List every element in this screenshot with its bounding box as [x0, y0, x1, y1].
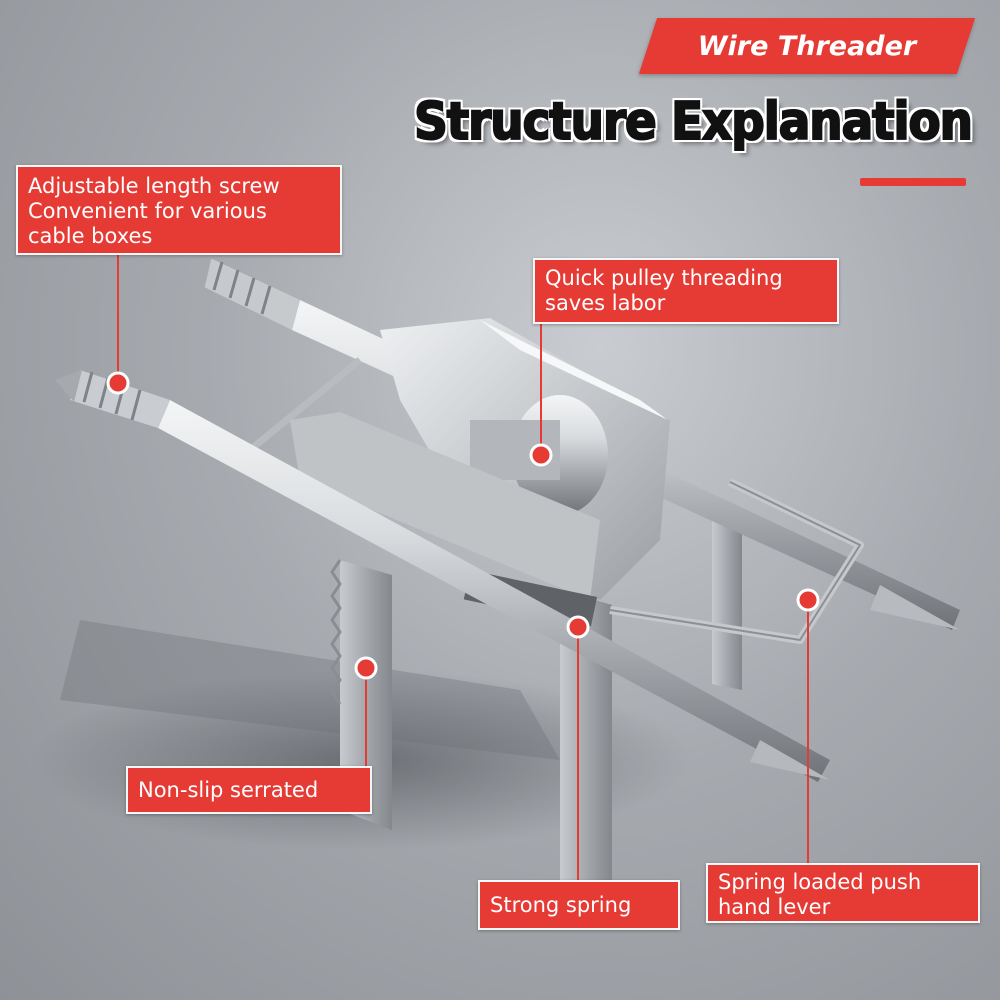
- callout-quick-pulley: Quick pulley threading saves labor: [533, 258, 839, 324]
- leader-lines: [117, 255, 809, 880]
- callout-spring-lever: Spring loaded push hand lever: [706, 863, 980, 923]
- callout-non-slip: Non-slip serrated: [126, 766, 372, 814]
- serrated-edge: [330, 559, 342, 705]
- wire-bar: [247, 357, 363, 453]
- callout-line: Spring loaded push: [718, 870, 922, 894]
- callout-line: saves labor: [545, 291, 666, 315]
- dot-lever: [796, 588, 820, 612]
- callout-line: Convenient for various: [28, 199, 267, 223]
- callout-dots: [106, 371, 820, 680]
- callout-line: Strong spring: [490, 893, 632, 917]
- dot-spring: [566, 615, 590, 639]
- pulley-top: [480, 320, 668, 420]
- long-shadow: [60, 620, 560, 760]
- callout-line: hand lever: [718, 895, 831, 919]
- front-rod-tip: [750, 740, 830, 780]
- callout-adjustable-screw: Adjustable length screw Convenient for v…: [16, 165, 342, 255]
- front-channel: [290, 412, 600, 600]
- front-cone-tip: [55, 370, 82, 402]
- back-thread: [202, 258, 300, 330]
- front-leg-right: [560, 590, 612, 920]
- header-banner-label: Wire Threader: [697, 30, 917, 62]
- callout-line: Non-slip serrated: [138, 778, 319, 802]
- callout-line: Adjustable length screw: [28, 174, 280, 198]
- dot-screw: [106, 371, 130, 395]
- front-rod: [158, 400, 830, 782]
- lever-frame-shade: [609, 481, 861, 641]
- page-title: Structure Explanation: [413, 91, 974, 153]
- dot-serrated: [354, 656, 378, 680]
- callout-line: cable boxes: [28, 224, 153, 248]
- back-cone-tip: [185, 256, 212, 290]
- callout-line: Quick pulley threading: [545, 266, 783, 290]
- callout-strong-spring: Strong spring: [478, 880, 680, 930]
- dot-pulley: [529, 443, 553, 467]
- back-rod-tip: [870, 585, 960, 630]
- back-leg: [712, 500, 742, 690]
- title-underline: [860, 178, 966, 186]
